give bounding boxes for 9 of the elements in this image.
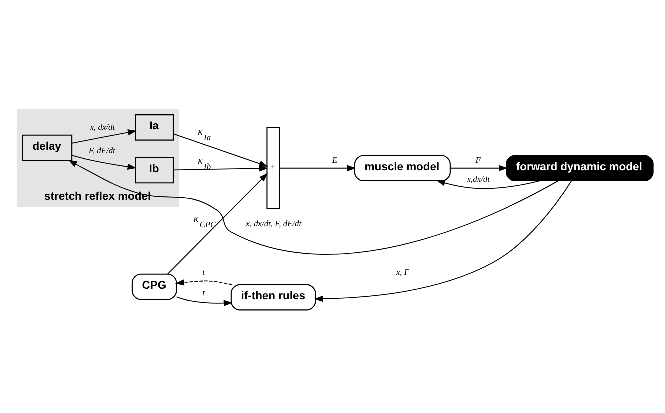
edge-label: t — [202, 287, 205, 298]
edge-label: x, F — [396, 266, 410, 277]
edge-label: x, dx/dt, F, dF/dt — [246, 218, 302, 228]
edge-label: t — [202, 266, 205, 277]
edge-label: F — [476, 154, 481, 164]
edge-label: x,dx/dt — [467, 173, 490, 184]
edge-label: x, dx/dt — [90, 121, 116, 132]
edge-label: F, dF/dt — [88, 145, 116, 156]
edge-label: E — [332, 154, 338, 164]
